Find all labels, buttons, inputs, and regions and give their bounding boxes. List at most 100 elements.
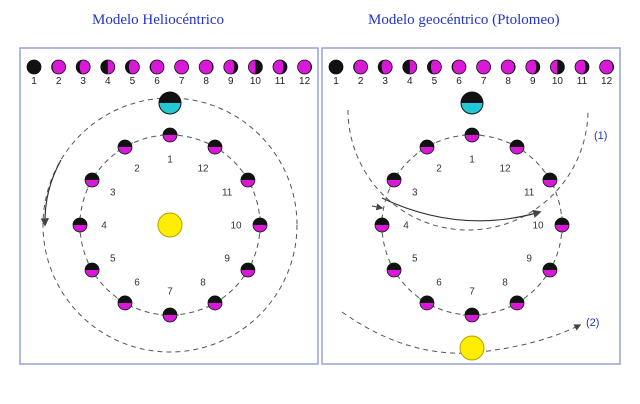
orbit-number: 10: [230, 221, 242, 232]
phase-number: 1: [31, 76, 37, 87]
orbit-number: 4: [403, 221, 409, 232]
orbit-number: 7: [469, 287, 475, 298]
orbit-number: 3: [412, 188, 418, 199]
phase-number: 6: [154, 76, 160, 87]
moon-phase-icon: [124, 59, 140, 75]
orbit-number: 4: [101, 221, 107, 232]
phase-number: 5: [432, 76, 438, 87]
deferent-arrow-1: [381, 197, 542, 222]
orbit-moon-icon: [419, 139, 435, 155]
phase-number: 4: [407, 76, 413, 87]
orbit-moon-icon: [464, 127, 480, 143]
orbit-moon-icon: [542, 172, 558, 188]
orbit-number: 11: [222, 188, 233, 199]
moon-phase-icon: [198, 59, 214, 75]
orbit-moon-icon: [509, 295, 525, 311]
phase-number: 7: [179, 76, 185, 87]
phase-number: 3: [80, 76, 86, 87]
moon-phase-icon: [272, 59, 288, 75]
phase-number: 4: [105, 76, 111, 87]
moon-phase-icon: [223, 59, 239, 75]
moon-phase-icon: [149, 59, 165, 75]
earth-icon: [460, 91, 484, 115]
moon-phase-icon: [451, 59, 467, 75]
orbit-number: 9: [526, 254, 532, 265]
orbit-moon-icon: [240, 172, 256, 188]
moon-phase-icon: [402, 59, 418, 75]
moon-phase-icon: [26, 59, 42, 75]
orbit-moon-icon: [162, 127, 178, 143]
phase-number: 8: [203, 76, 209, 87]
heliocentric-title: Modelo Heliocéntrico: [92, 12, 225, 28]
moon-phase-icon: [353, 59, 369, 75]
moon-phase-icon: [500, 59, 516, 75]
phase-number: 1: [333, 76, 339, 87]
orbit-moon-icon: [84, 262, 100, 278]
orbit-number: 3: [110, 188, 116, 199]
orbit-moon-icon: [386, 172, 402, 188]
phase-number: 10: [250, 76, 262, 87]
phase-number: 9: [530, 76, 536, 87]
orbit-moon-icon: [207, 295, 223, 311]
orbit-number: 7: [167, 287, 173, 298]
orbit-number: 1: [469, 155, 475, 166]
label-two: (2): [586, 317, 599, 329]
moon-phase-icon: [550, 59, 565, 75]
moon-phase-icon: [426, 59, 442, 75]
moon-phase-icon: [51, 59, 66, 75]
earth-icon: [158, 91, 182, 115]
deferent-arrow-left: [371, 203, 384, 211]
moon-phase-icon: [297, 59, 313, 75]
orbit-number: 2: [436, 163, 442, 174]
moon-phase-icon: [525, 59, 541, 75]
phase-number: 11: [577, 76, 588, 87]
orbit-number: 6: [436, 278, 442, 289]
orbit-moon-icon: [252, 217, 268, 233]
phase-number: 12: [299, 76, 311, 87]
orbit-number: 1: [167, 155, 173, 166]
orbit-number: 11: [524, 188, 535, 199]
orbit-number: 5: [110, 254, 116, 265]
orbit-direction-arrow: [40, 159, 62, 227]
moon-phase-icon: [174, 59, 190, 75]
orbit-moon-icon: [240, 262, 256, 278]
orbit-moon-icon: [84, 172, 100, 188]
orbit-moon-icon: [554, 217, 570, 233]
orbit-number: 8: [502, 278, 508, 289]
orbit-moon-icon: [509, 139, 525, 155]
sun-icon: [459, 335, 485, 361]
geocentric-title: Modelo geocéntrico (Ptolomeo): [368, 12, 560, 28]
phase-number: 9: [228, 76, 234, 87]
orbit-number: 6: [134, 278, 140, 289]
moon-phase-icon: [247, 59, 263, 75]
orbit-moon-icon: [542, 262, 558, 278]
phase-number: 2: [358, 76, 364, 87]
orbit-moon-icon: [117, 139, 133, 155]
label-one: (1): [594, 130, 607, 142]
moon-phase-icon: [599, 59, 614, 75]
orbit-number: 2: [134, 163, 140, 174]
phase-number: 12: [601, 76, 613, 87]
orbit-number: 8: [200, 278, 206, 289]
phase-number: 10: [552, 76, 564, 87]
moon-phase-icon: [377, 59, 393, 75]
deferent-arc-1: [347, 109, 589, 231]
moon-phase-icon: [75, 59, 91, 75]
moon-phase-icon: [476, 59, 492, 75]
orbit-moon-icon: [374, 217, 390, 233]
orbit-moon-icon: [72, 217, 88, 233]
phase-number: 11: [275, 76, 286, 87]
phase-number: 2: [56, 76, 62, 87]
moon-phase-icon: [328, 59, 344, 75]
orbit-moon-icon: [117, 295, 133, 311]
orbit-moon-icon: [386, 262, 402, 278]
phase-number: 8: [505, 76, 511, 87]
phase-number: 3: [382, 76, 388, 87]
phase-number: 7: [481, 76, 487, 87]
orbit-number: 12: [197, 163, 209, 174]
